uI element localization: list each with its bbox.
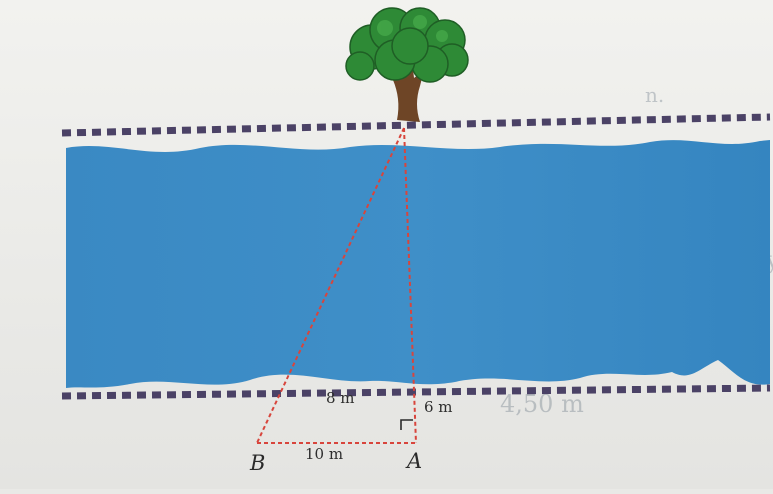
label-8m: 8 m [326,389,355,407]
label-10m: 10 m [305,445,343,463]
right-angle-marker [400,419,413,430]
svg-text:4,50 m: 4,50 m [500,390,584,418]
sight-line-tree-to-b [256,127,405,444]
point-a-label: A [405,449,422,473]
svg-text:n.: n. [645,83,664,107]
point-b-label: B [249,451,265,475]
tree-icon [345,7,469,122]
label-6m: 6 m [424,398,453,416]
sight-line-tree-to-a [403,127,417,444]
top-bank-line [61,113,771,137]
construction-lines [256,127,417,444]
river [66,140,770,388]
bottom-bank-line [61,384,771,400]
